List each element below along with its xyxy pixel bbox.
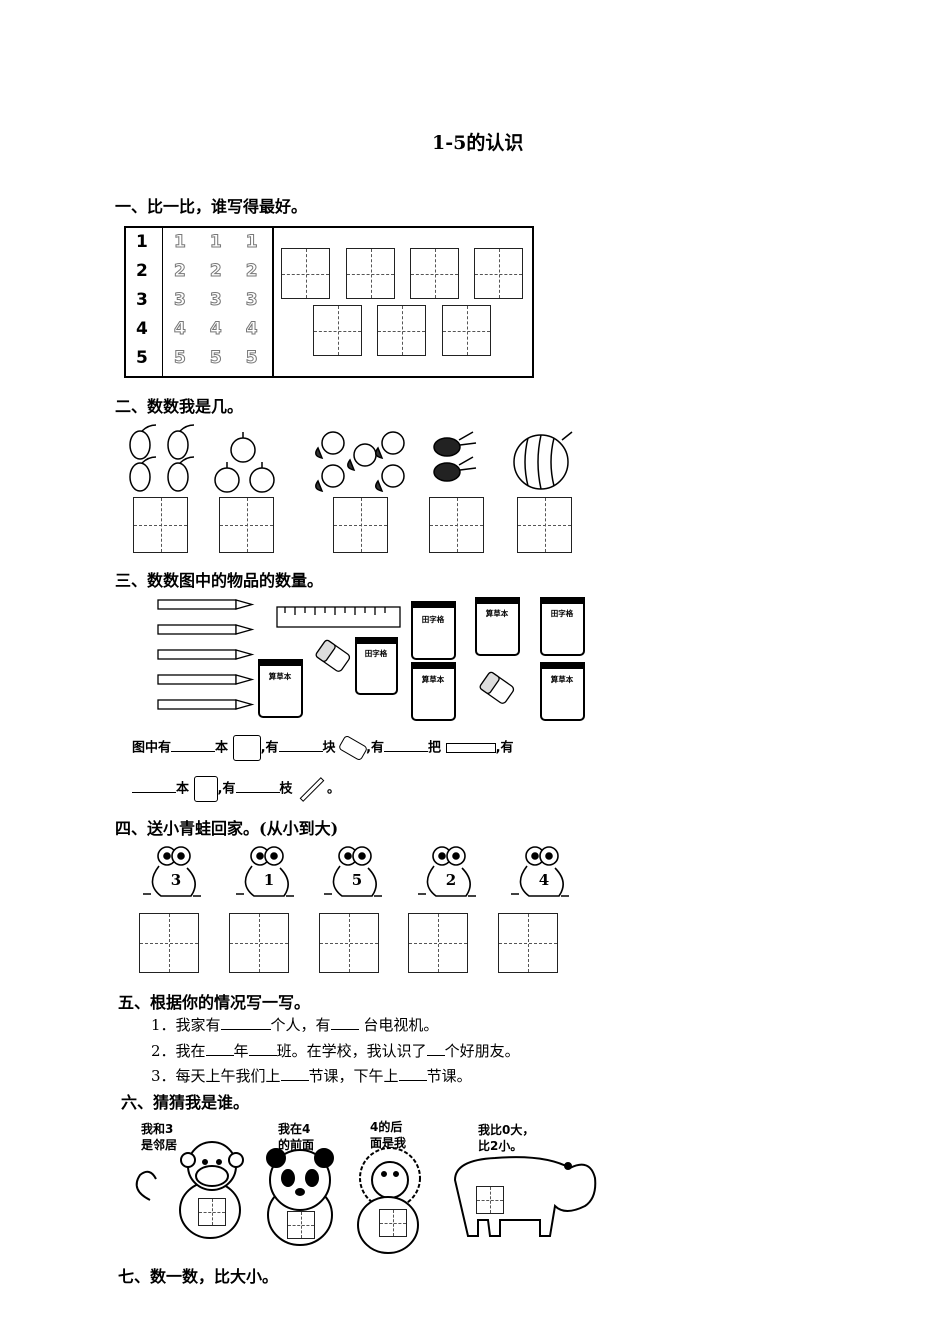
section-1-heading: 一、比一比，谁写得最好。: [115, 197, 308, 216]
pineapple-icon: [433, 456, 477, 482]
pencil-icon: [157, 674, 255, 685]
frogs-illustration: 3 1 5 2 4: [143, 846, 569, 897]
q5-line-2: 2．我在年班。在学校，我认识了个好朋友。: [151, 1042, 520, 1060]
notebook-label: 田字格: [551, 608, 574, 618]
fruit-illustrations: [129, 424, 573, 493]
lion-icon: [357, 1147, 421, 1254]
stationery-illustration: 田字格 算草本 田字格 田字格 算草本 算草本 算草本: [157, 597, 585, 721]
notebook-icon: [411, 662, 456, 721]
frog-icon: [143, 846, 201, 897]
notebook-label: 算草本: [551, 674, 574, 684]
frog-number: 2: [446, 871, 456, 889]
ruler-icon: [445, 743, 496, 753]
frog-number: 1: [264, 871, 274, 889]
notebook-icon: [411, 601, 456, 660]
notebook-label: 田字格: [422, 614, 445, 624]
count-box-pears[interactable]: [133, 497, 188, 553]
apple-icon: [214, 462, 240, 493]
frog-answer-box[interactable]: [139, 913, 199, 973]
guess-box-hippo[interactable]: [476, 1186, 504, 1214]
frog-answer-box[interactable]: [498, 913, 558, 973]
hippo-caption: 我比0大，比2小。: [478, 1123, 535, 1153]
frog-number: 5: [352, 871, 362, 889]
watermelon-icon: [513, 431, 573, 490]
count-box-peaches[interactable]: [333, 497, 388, 553]
pencil-icon: [157, 599, 255, 610]
writing-box[interactable]: [346, 248, 395, 299]
q5-line-3: 3．每天上午我们上节课，下午上节课。: [151, 1067, 472, 1085]
pear-icon: [167, 424, 195, 460]
pineapple-icon: [433, 431, 477, 457]
hippo-icon: [453, 1156, 597, 1237]
frog-icon: [418, 846, 476, 897]
q3-line-1: 图中有本 ,有块 ,有把 ,有: [132, 734, 514, 762]
notebook-icon: [540, 597, 585, 656]
guess-box-lion[interactable]: [379, 1209, 407, 1237]
notebook-icon: [355, 637, 398, 695]
pencil-icon: [157, 624, 255, 635]
frog-answer-box[interactable]: [319, 913, 379, 973]
writing-box[interactable]: [377, 305, 426, 356]
frog-answer-box[interactable]: [229, 913, 289, 973]
eraser-icon: [479, 671, 515, 704]
notebook-icon: [475, 597, 520, 656]
pear-icon: [167, 456, 195, 492]
pear-icon: [129, 456, 157, 492]
peach-icon: [315, 464, 345, 493]
writing-box[interactable]: [410, 248, 459, 299]
section-2-heading: 二、数数我是几。: [115, 397, 244, 416]
count-box-pineapples[interactable]: [429, 497, 484, 553]
notebook-icon: [540, 662, 585, 721]
frog-number: 4: [539, 871, 549, 889]
frog-icon: [324, 846, 382, 897]
notebook-label: 算草本: [422, 674, 445, 684]
section-4-heading: 四、送小青蛙回家。(从小到大): [115, 819, 339, 838]
notebook-label: 算草本: [269, 671, 292, 681]
peach-icon: [375, 431, 405, 460]
ruler-icon: [276, 606, 401, 628]
count-box-apples[interactable]: [219, 497, 274, 553]
notebook-icon: [232, 735, 261, 761]
writing-box[interactable]: [442, 305, 491, 356]
writing-box[interactable]: [474, 248, 523, 299]
q3-line-2: 本 ,有枝 。: [132, 776, 340, 802]
section-3-heading: 三、数数图中的物品的数量。: [115, 571, 324, 590]
pear-icon: [129, 424, 157, 460]
section-5-heading: 五、根据你的情况写一写。: [118, 993, 311, 1012]
section-6-heading: 六、猜猜我是谁。: [121, 1093, 250, 1112]
notebook-icon: [193, 776, 218, 802]
apple-icon: [230, 432, 256, 463]
writing-box[interactable]: [313, 305, 362, 356]
pencil-icon: [157, 649, 255, 660]
frog-icon: [236, 846, 294, 897]
guess-box-panda[interactable]: [287, 1211, 315, 1239]
writing-box[interactable]: [281, 248, 330, 299]
peach-icon: [375, 464, 405, 493]
notebook-icon: [258, 659, 303, 718]
guess-box-monkey[interactable]: [198, 1198, 226, 1226]
notebook-label: 算草本: [486, 608, 509, 618]
lion-caption: 4的后面是我: [370, 1120, 407, 1150]
peach-icon: [315, 431, 345, 460]
q5-line-1: 1．我家有个人，有 台电视机。: [151, 1016, 439, 1034]
count-box-watermelon[interactable]: [517, 497, 572, 553]
monkey-icon: [135, 1141, 244, 1239]
apple-icon: [249, 462, 275, 493]
frog-icon: [511, 846, 569, 897]
frog-answer-box[interactable]: [408, 913, 468, 973]
section-7-heading: 七、数一数，比大小。: [118, 1267, 279, 1286]
pencil-icon: [157, 699, 255, 710]
animals-illustration: [135, 1141, 597, 1254]
digit-column: 1 2 3 4 5: [136, 232, 148, 368]
frog-number: 3: [171, 871, 181, 889]
notebook-label: 田字格: [365, 648, 388, 658]
eraser-icon: [315, 639, 351, 672]
